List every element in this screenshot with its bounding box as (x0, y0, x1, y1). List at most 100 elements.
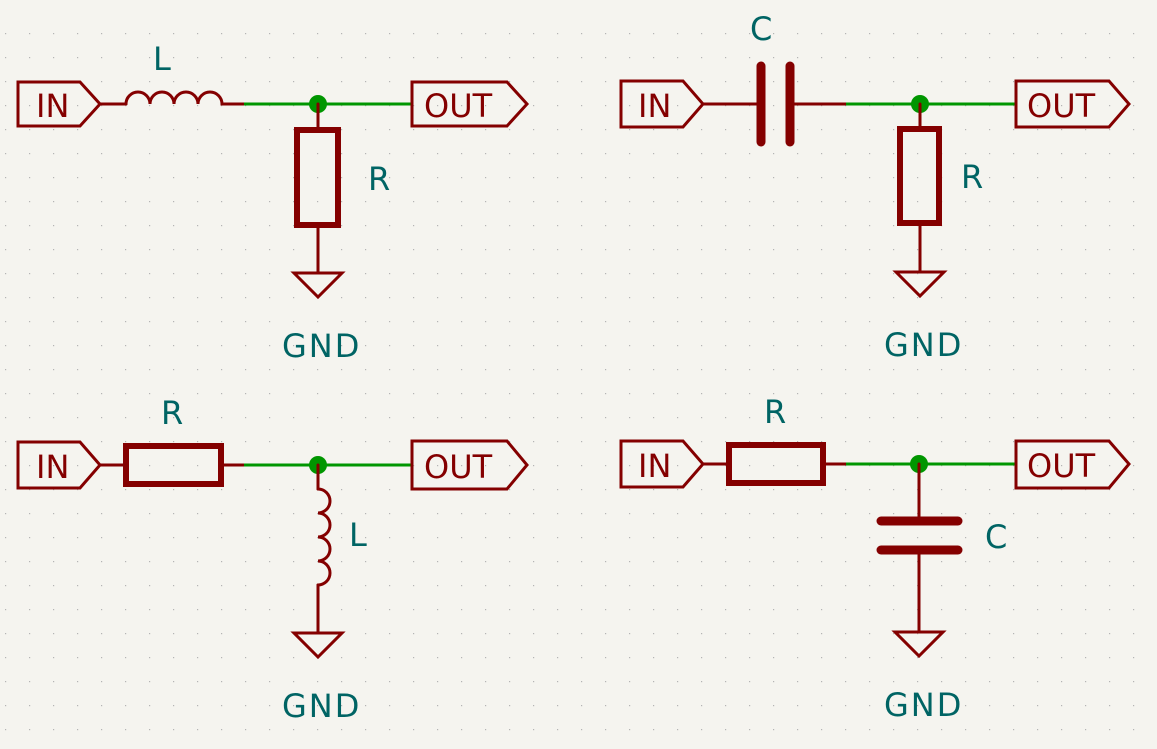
grid-dot (365, 345, 367, 347)
grid-dot (125, 633, 127, 635)
grid-dot (941, 297, 943, 299)
input-port[interactable]: IN (619, 79, 705, 129)
grid-dot (869, 33, 871, 35)
grid-dot (293, 57, 295, 59)
grid-dot (509, 153, 511, 155)
input-port[interactable]: IN (16, 80, 103, 128)
series-inductor[interactable]: L (124, 40, 246, 106)
grid-dot (1013, 393, 1015, 395)
grid-dot (725, 561, 727, 563)
grid-dot (197, 249, 199, 251)
grid-dot (197, 633, 199, 635)
grid-dot (101, 609, 103, 611)
grid-dot (149, 81, 151, 83)
grid-dot (125, 537, 127, 539)
grid-dot (125, 225, 127, 227)
output-port[interactable]: OUT (410, 80, 530, 128)
grid-dot (533, 345, 535, 347)
shunt-resistor[interactable]: R (294, 127, 390, 228)
grid-dot (773, 321, 775, 323)
grid-dot (533, 417, 535, 419)
grid-dot (461, 105, 463, 107)
grid-dot (605, 105, 607, 107)
grid-dot (197, 297, 199, 299)
ground-icon (892, 270, 948, 299)
grid-dot (29, 417, 31, 419)
grid-dot (821, 393, 823, 395)
grid-dot (1061, 705, 1063, 707)
grid-dot (965, 57, 967, 59)
grid-dot (725, 585, 727, 587)
grid-dot (1037, 105, 1039, 107)
grid-dot (269, 201, 271, 203)
grid-dot (365, 177, 367, 179)
grid-dot (533, 129, 535, 131)
grid-dot (797, 129, 799, 131)
grid-dot (125, 657, 127, 659)
grid-dot (317, 201, 319, 203)
output-port[interactable]: OUT (1014, 79, 1131, 129)
grid-dot (725, 177, 727, 179)
grid-dot (125, 321, 127, 323)
grid-dot (893, 561, 895, 563)
grid-dot (749, 345, 751, 347)
grid-dot (701, 153, 703, 155)
grid-dot (341, 321, 343, 323)
grid-dot (725, 201, 727, 203)
grid-dot (437, 129, 439, 131)
grid-dot (509, 249, 511, 251)
shunt-inductor[interactable]: L (316, 487, 367, 587)
grid-dot (1061, 465, 1063, 467)
series-resistor[interactable]: R (123, 394, 224, 487)
grid-dot (29, 489, 31, 491)
grid-dot (53, 393, 55, 395)
grid-dot (125, 489, 127, 491)
grid-dot (701, 729, 703, 731)
grid-dot (5, 105, 7, 107)
grid-dot (1061, 513, 1063, 515)
grid-dot (749, 465, 751, 467)
grid-dot (125, 153, 127, 155)
grid-dot (725, 609, 727, 611)
grid-dot (77, 609, 79, 611)
grid-dot (389, 225, 391, 227)
shunt-resistor[interactable]: R (897, 126, 983, 226)
grid-dot (1037, 393, 1039, 395)
grid-dot (221, 249, 223, 251)
grid-dot (677, 225, 679, 227)
grid-dot (653, 393, 655, 395)
grid-dot (341, 561, 343, 563)
grid-dot (821, 561, 823, 563)
grid-dot (749, 585, 751, 587)
grid-dot (677, 249, 679, 251)
grid-dot (581, 105, 583, 107)
grid-dot (989, 273, 991, 275)
grid-dot (821, 585, 823, 587)
grid-dot (5, 585, 7, 587)
grid-dot (341, 393, 343, 395)
grid-dot (1085, 225, 1087, 227)
grid-dot (269, 129, 271, 131)
grid-dot (149, 129, 151, 131)
series-resistor[interactable]: R (726, 393, 826, 486)
grid-dot (461, 561, 463, 563)
series-capacitor[interactable]: C (750, 10, 795, 147)
shunt-capacitor[interactable]: C (876, 516, 1007, 556)
input-port[interactable]: IN (619, 439, 705, 489)
output-port[interactable]: OUT (1014, 439, 1131, 490)
grid-dot (869, 609, 871, 611)
output-port[interactable]: OUT (410, 439, 529, 491)
grid-dot (125, 417, 127, 419)
grid-dot (1109, 369, 1111, 371)
grid-dot (845, 729, 847, 731)
input-port[interactable]: IN (16, 440, 102, 490)
grid-dot (389, 681, 391, 683)
grid-dot (293, 393, 295, 395)
grid-dot (869, 57, 871, 59)
grid-dot (77, 297, 79, 299)
grid-dot (989, 705, 991, 707)
grid-dot (749, 273, 751, 275)
grid-dot (989, 201, 991, 203)
grid-dot (533, 585, 535, 587)
